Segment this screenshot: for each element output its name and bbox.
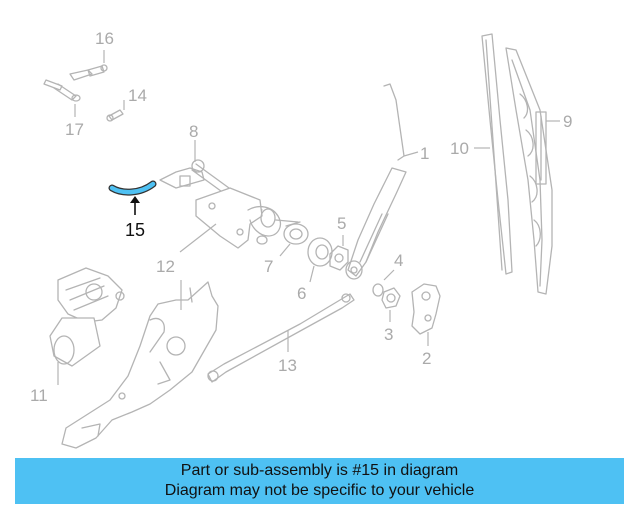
part-2-cap[interactable] (411, 283, 441, 335)
part-12-bracket-upper[interactable] (195, 187, 299, 249)
callout-5: 5 (337, 214, 346, 233)
part-10-blade-refill[interactable] (481, 33, 513, 275)
callout-16: 16 (95, 29, 114, 48)
callout-4: 4 (394, 251, 403, 270)
callout-14: 14 (128, 86, 147, 105)
part-15-hose[interactable] (108, 180, 157, 196)
callout-10: 10 (450, 139, 469, 158)
part-17-pin[interactable] (43, 69, 93, 102)
callout-1: 1 (420, 144, 429, 163)
callout-6: 6 (297, 284, 306, 303)
part-11-motor[interactable] (49, 267, 125, 367)
banner-line-disclaimer: Diagram may not be specific to your vehi… (164, 482, 475, 499)
part-5-nut[interactable] (329, 245, 349, 271)
part-3-nut[interactable] (381, 287, 401, 309)
part-9-wiper-blade[interactable] (505, 47, 553, 295)
callout-7: 7 (264, 257, 273, 276)
callout-15: 15 (125, 220, 145, 240)
part-6-seal[interactable] (307, 237, 333, 267)
part-1-wiper-arm[interactable] (345, 83, 407, 280)
part-4-washer[interactable] (372, 283, 384, 297)
callout-3: 3 (384, 325, 393, 344)
part-12-bracket-plate[interactable] (61, 281, 219, 449)
part-7-grommet[interactable] (283, 221, 309, 245)
callout-2: 2 (422, 349, 431, 368)
callout-12: 12 (156, 257, 175, 276)
callout-17: 17 (65, 120, 84, 139)
callout-13: 13 (278, 356, 297, 375)
callout-11: 11 (30, 386, 48, 405)
banner-line-part: Part or sub-assembly is #15 in diagram (180, 462, 459, 479)
part-14-bolt[interactable] (106, 109, 124, 122)
callout-9: 9 (563, 112, 572, 131)
info-banner: Part or sub-assembly is #15 in diagram D… (15, 458, 624, 504)
callout-8: 8 (189, 122, 198, 141)
part-13-link-rod[interactable] (207, 293, 355, 383)
part-15-arrow (130, 196, 140, 215)
part-16-pin[interactable] (87, 64, 108, 77)
